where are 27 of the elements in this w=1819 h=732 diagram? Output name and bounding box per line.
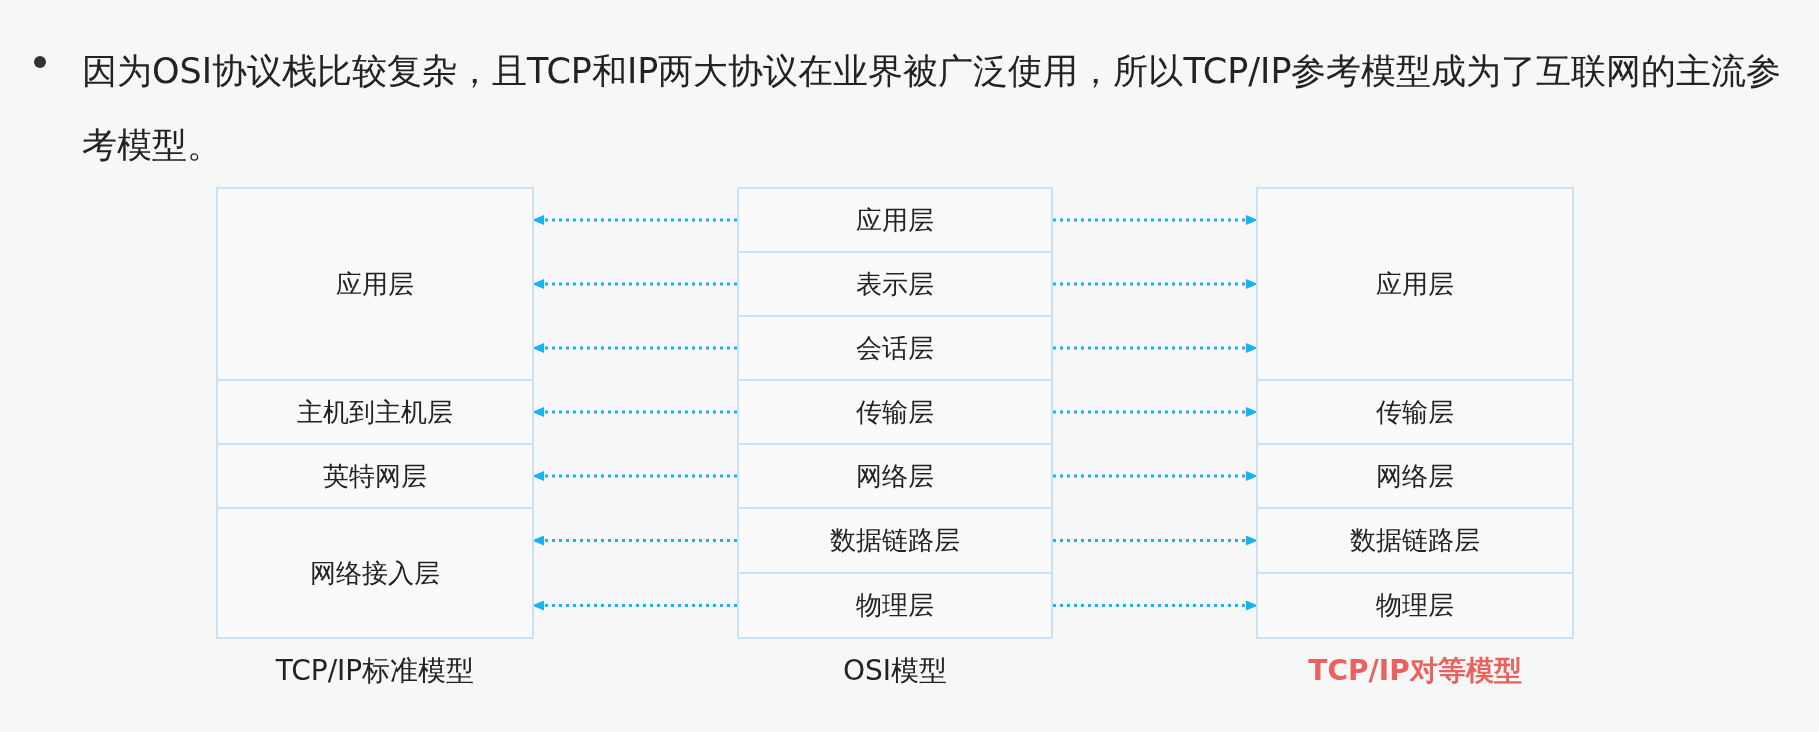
layer-box: 物理层 xyxy=(737,572,1053,639)
layer-box: 传输层 xyxy=(737,379,1053,445)
layer-box: 主机到主机层 xyxy=(216,379,534,445)
model-caption: TCP/IP对等模型 xyxy=(1307,653,1523,689)
dotted-arrow xyxy=(1053,535,1258,546)
dotted-arrow xyxy=(1053,600,1258,611)
dotted-arrow xyxy=(1053,407,1258,417)
layer-box: 物理层 xyxy=(1256,572,1574,639)
dotted-arrow xyxy=(1053,343,1258,353)
bullet-text: 因为OSI协议栈比较复杂，且TCP和IP两大协议在业界被广泛使用，所以TCP/IP参考模型成为了互联网的主流参考模型。 xyxy=(82,50,1783,167)
layer-box: 应用层 xyxy=(216,187,534,381)
layer-box: 数据链路层 xyxy=(737,507,1053,574)
layer-box: 表示层 xyxy=(737,251,1053,317)
layer-box: 应用层 xyxy=(1256,187,1574,381)
layer-box: 网络接入层 xyxy=(216,507,534,639)
dotted-arrow xyxy=(1053,279,1258,289)
layer-box: 会话层 xyxy=(737,315,1053,381)
model-caption: OSI模型 xyxy=(841,653,949,689)
layer-box: 应用层 xyxy=(737,187,1053,253)
model-caption: TCP/IP标准模型 xyxy=(274,653,476,689)
dotted-arrow xyxy=(1053,471,1258,481)
dotted-arrow xyxy=(1053,215,1258,225)
layer-box: 网络层 xyxy=(1256,443,1574,509)
layer-box: 传输层 xyxy=(1256,379,1574,445)
layer-box: 网络层 xyxy=(737,443,1053,509)
layer-box: 英特网层 xyxy=(216,443,534,509)
layer-box: 数据链路层 xyxy=(1256,507,1574,574)
